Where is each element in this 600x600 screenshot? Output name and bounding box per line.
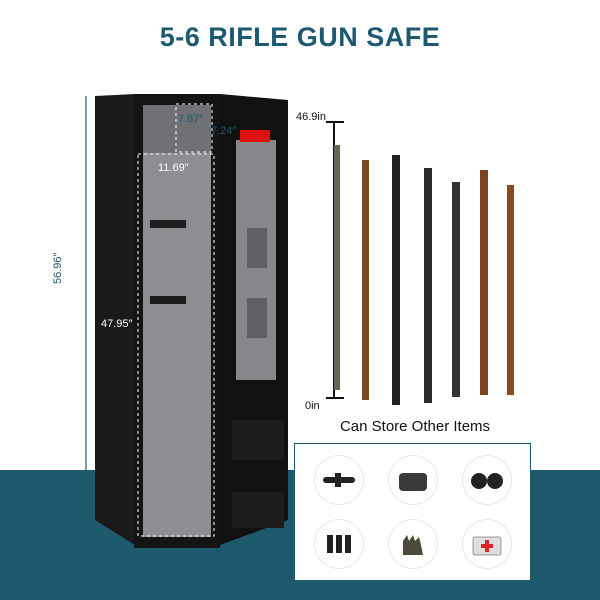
item-tactical-bag <box>389 456 437 504</box>
binoculars-icon <box>471 473 503 489</box>
safe-side-panel <box>95 94 135 545</box>
rifle-5 <box>452 182 460 397</box>
inner-dim-guide <box>137 153 215 537</box>
door-pocket-2 <box>247 298 267 338</box>
rifle-7 <box>507 185 514 395</box>
depth-line <box>94 529 136 561</box>
items-panel <box>294 443 531 581</box>
width-line <box>139 559 223 566</box>
barrel-rest-2 <box>150 296 186 304</box>
shelf-dim-guide <box>175 103 213 153</box>
first-aid-kit-icon <box>472 536 502 556</box>
item-magazines <box>315 520 363 568</box>
dim-outer-height: 56.96″ <box>52 252 64 284</box>
door-red-tag <box>240 130 270 142</box>
item-first-aid-kit <box>463 520 511 568</box>
dim-width: 11.81″ <box>168 567 199 579</box>
rifle-2 <box>362 160 369 400</box>
ruler-top-label: 46.9in <box>296 111 326 123</box>
safe-interior <box>143 105 211 537</box>
rifle-1 <box>334 145 340 390</box>
item-gloves <box>389 520 437 568</box>
magazines-icon <box>327 535 351 553</box>
items-caption: Can Store Other Items <box>339 418 491 435</box>
dim-inner-width: 11.69″ <box>158 162 189 174</box>
barrel-rest-1 <box>150 220 186 228</box>
door-rack-1 <box>232 420 284 460</box>
item-binoculars <box>463 456 511 504</box>
top-shelf <box>143 105 211 153</box>
dim-shelf-width: 7.87″ <box>178 113 204 125</box>
gloves-icon <box>403 535 423 555</box>
page-title: 5-6 RIFLE GUN SAFE <box>159 22 441 52</box>
item-scope <box>315 456 363 504</box>
tactical-bag-icon <box>399 473 427 491</box>
rifle-4 <box>424 168 432 403</box>
ruler-bottom-label: 0in <box>305 400 320 412</box>
rifle-3 <box>392 155 400 405</box>
rifle-6 <box>480 170 488 395</box>
door-pocket-1 <box>247 228 267 268</box>
dim-shelf-depth: 7.24″ <box>211 125 237 137</box>
dim-inner-height: 47.95″ <box>101 318 133 330</box>
scope-icon <box>323 473 355 487</box>
door-rack-2 <box>232 492 284 528</box>
